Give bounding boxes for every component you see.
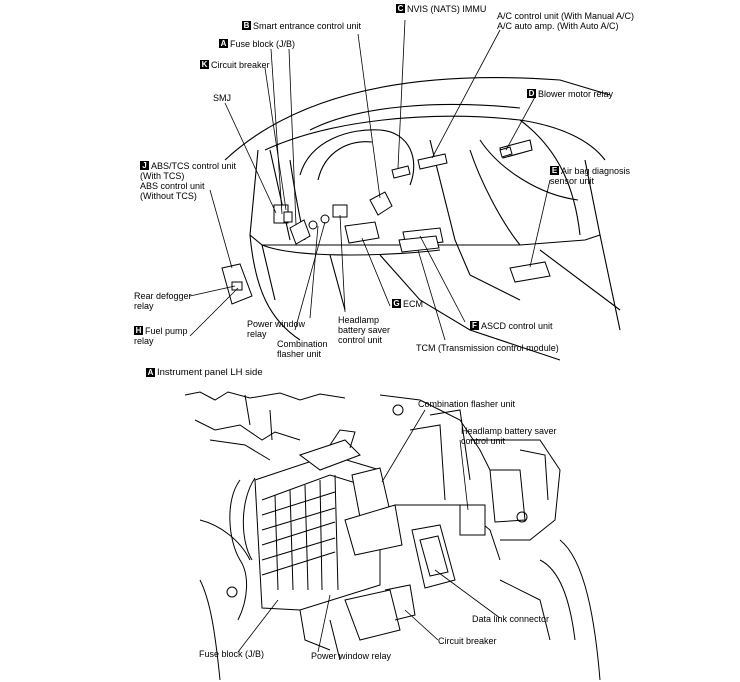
label-rear-defogger-relay: Rear defogger relay [134, 291, 192, 311]
label-power-window-relay-bottom: Power window relay [311, 651, 392, 661]
badge-g: G [392, 299, 401, 308]
badge-j: J [140, 161, 149, 170]
label-nvis-text: NVIS (NATS) IMMU [407, 4, 487, 14]
label-airbag-diagnosis-text: Air bag diagnosis sensor unit [550, 166, 631, 186]
badge-c: C [396, 4, 405, 13]
label-circuit-breaker-text: Circuit breaker [211, 60, 270, 70]
label-power-window-relay-top: Power window relay [247, 319, 306, 339]
label-fuse-block-text: Fuse block (J/B) [230, 39, 296, 49]
label-ac-control: A/C control unit (With Manual A/C) A/C a… [497, 11, 635, 31]
label-tcm: TCM (Transmission control module) [416, 343, 559, 353]
badge-b: B [242, 21, 251, 30]
section-title-text: Instrument panel LH side [157, 367, 263, 378]
badge-f: F [470, 321, 479, 330]
label-headlamp-saver-bottom: Headlamp battery saver control unit [461, 426, 557, 446]
label-circuit-breaker-bottom: Circuit breaker [438, 636, 497, 646]
label-ascd-text: ASCD control unit [481, 321, 553, 331]
label-smart-entrance-text: Smart entrance control unit [253, 21, 362, 31]
top-components [221, 146, 551, 305]
label-fuel-pump-text: Fuel pump relay [134, 326, 188, 346]
top-leader-lines [189, 19, 551, 341]
label-data-link-connector: Data link connector [472, 614, 550, 624]
badge-a: A [219, 39, 228, 48]
label-combination-flasher-top: Combination flasher unit [277, 339, 328, 359]
label-fuse-block-bottom: Fuse block (J/B) [199, 649, 265, 659]
top-dashboard-outline [224, 77, 621, 361]
badge-a-section: A [146, 368, 155, 377]
badge-h: H [134, 326, 143, 335]
bottom-leader-lines [237, 409, 501, 653]
badge-e: E [550, 166, 559, 175]
label-abs-tcs-text: ABS/TCS control unit (With TCS) ABS cont… [140, 161, 237, 201]
badge-d: D [527, 89, 536, 98]
label-headlamp-saver-top: Headlamp battery saver control unit [338, 315, 391, 345]
label-combination-flasher-bottom: Combination flasher unit [418, 399, 516, 409]
label-smj: SMJ [213, 93, 231, 103]
bottom-detail-art [184, 391, 601, 681]
label-blower-motor-relay-text: Blower motor relay [538, 89, 614, 99]
label-ecm-text: ECM [403, 299, 423, 309]
badge-k: K [200, 60, 209, 69]
